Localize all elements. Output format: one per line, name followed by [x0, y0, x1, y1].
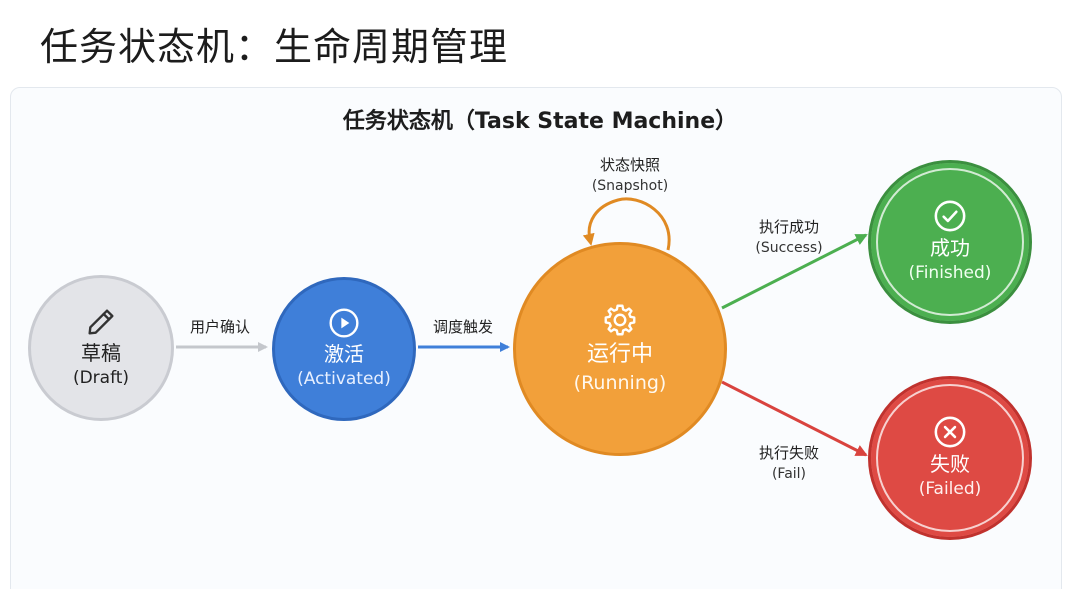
transition-label-fail: 执行失败 (Fail) [744, 443, 834, 485]
diagram-title: 任务状态机（Task State Machine） [342, 109, 738, 134]
running-label-zh: 运行中 [586, 342, 653, 367]
confirm-label-zh: 用户确认 [189, 318, 250, 336]
snapshot-label-en: (Snapshot) [591, 178, 669, 194]
failed-label-zh: 失败 [930, 452, 970, 476]
x-circle-icon [934, 416, 966, 448]
state-node-activated: 激活 (Activated) [272, 277, 416, 421]
state-node-running: 运行中 (Running) [513, 242, 727, 456]
arrow-running-to-finished [721, 233, 868, 310]
state-node-failed: 失败 (Failed) [868, 376, 1032, 540]
page-title: 任务状态机：生命周期管理 [40, 25, 509, 69]
gear-icon [604, 304, 636, 336]
success-label-zh: 执行成功 [758, 218, 819, 236]
play-icon [329, 308, 359, 338]
activated-label-en: (Activated) [297, 369, 391, 389]
arrow-snapshot-loop [582, 197, 671, 251]
transition-label-confirm: 用户确认 [180, 317, 260, 338]
activated-label-zh: 激活 [324, 342, 364, 366]
snapshot-label-zh: 状态快照 [599, 156, 660, 174]
trigger-label-zh: 调度触发 [432, 318, 493, 336]
transition-label-trigger: 调度触发 [423, 317, 503, 338]
state-node-finished: 成功 (Finished) [868, 160, 1032, 324]
pencil-icon [88, 309, 114, 335]
success-label-en: (Success) [755, 240, 823, 256]
state-node-draft: 草稿 (Draft) [28, 275, 174, 421]
finished-label-en: (Finished) [908, 263, 992, 283]
running-label-en: (Running) [573, 372, 667, 394]
transition-label-success: 执行成功 (Success) [744, 217, 834, 259]
draft-label-zh: 草稿 [81, 341, 121, 365]
check-circle-icon [934, 200, 966, 232]
fail-label-zh: 执行失败 [758, 444, 819, 462]
fail-label-en: (Fail) [771, 466, 807, 482]
failed-label-en: (Failed) [918, 479, 982, 499]
transition-label-snapshot: 状态快照 (Snapshot) [580, 155, 680, 197]
finished-label-zh: 成功 [930, 236, 970, 260]
draft-label-en: (Draft) [72, 368, 130, 388]
arrow-running-to-failed [721, 380, 868, 457]
